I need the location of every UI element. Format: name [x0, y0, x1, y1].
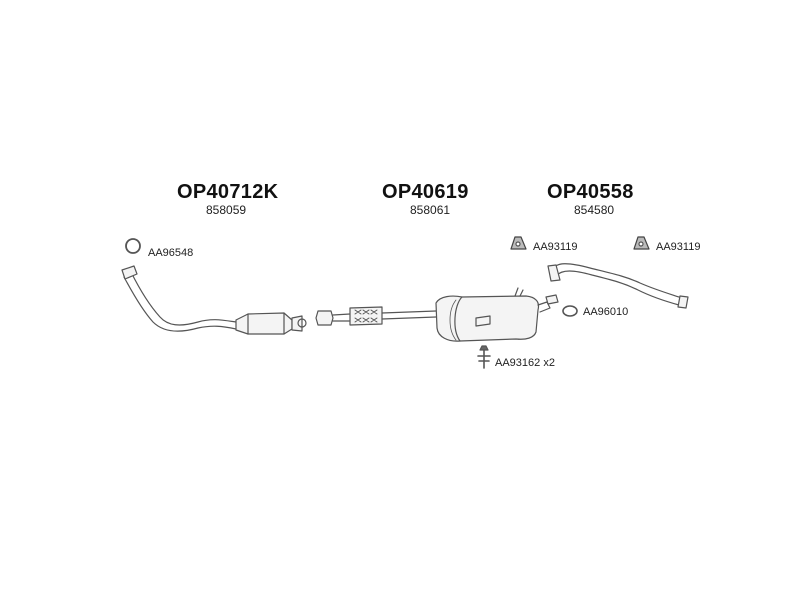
middle-silencer-pipe — [315, 306, 437, 326]
part-number-middle-silencer: OP40619 — [382, 181, 469, 203]
part-number-rear-silencer: OP40558 — [547, 181, 634, 203]
reference-rear-silencer: 854580 — [574, 203, 615, 217]
accessory-label-hanger-2: AA93119 — [656, 241, 701, 253]
accessory-label-bracket: AA93162 x2 — [495, 357, 555, 369]
rubber-hanger-icon — [510, 236, 527, 250]
tail-pipe — [547, 263, 689, 309]
reference-middle-silencer: 858061 — [410, 203, 451, 217]
reference-front-pipe: 858059 — [206, 203, 247, 217]
part-number-front-pipe: OP40712K — [177, 181, 279, 203]
accessory-label-hanger-1: AA93119 — [533, 241, 578, 253]
accessory-label-oval-gasket: AA96010 — [583, 306, 629, 318]
rear-silencer-box — [435, 287, 559, 342]
mounting-bracket-icon — [477, 345, 491, 369]
gasket-ring-icon — [125, 238, 141, 254]
oval-gasket-icon — [562, 305, 578, 317]
rubber-hanger-icon — [633, 236, 650, 250]
front-pipe-with-catalyst — [121, 265, 307, 335]
accessory-label-gasket-ring: AA96548 — [148, 247, 194, 259]
